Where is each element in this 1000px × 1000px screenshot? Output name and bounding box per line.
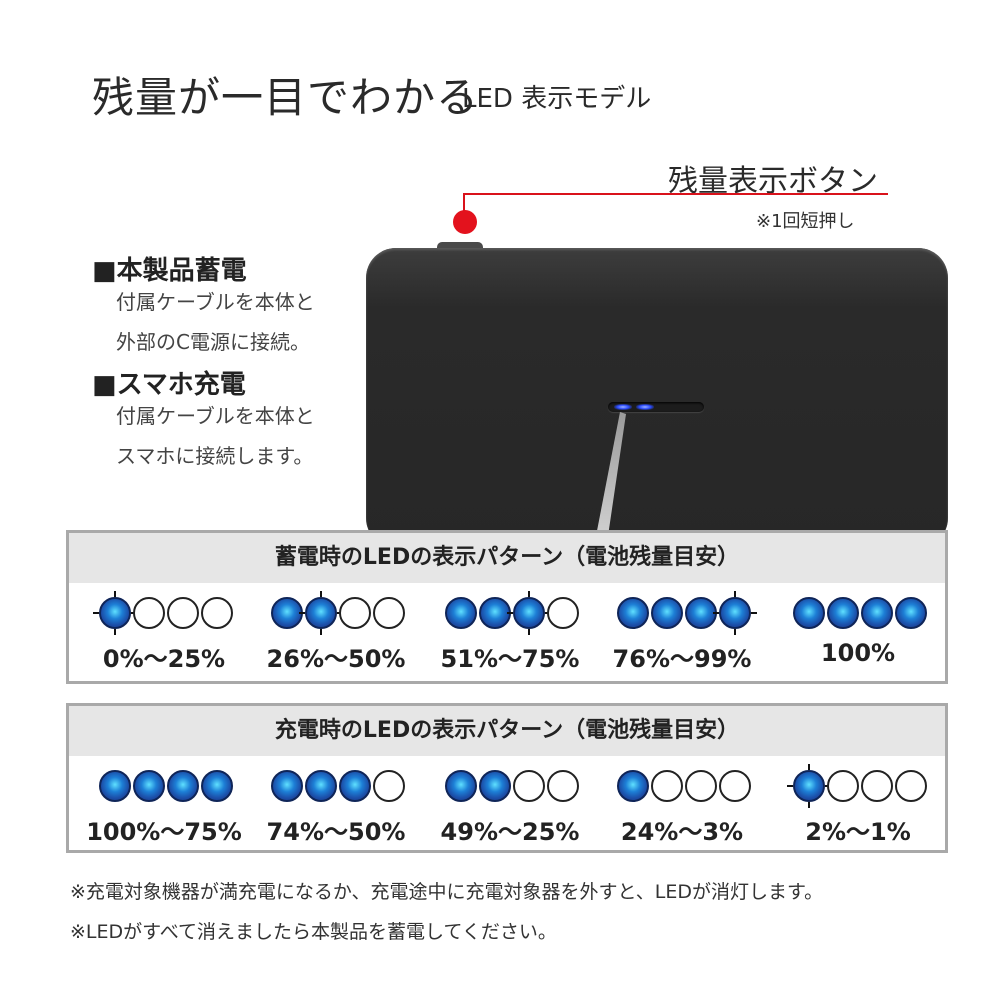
power-bank-device: [366, 248, 948, 548]
callout-line: [463, 193, 888, 195]
instruction-line: 外部のC電源に接続。: [116, 330, 310, 354]
battery-range-label: 2%～1%: [805, 818, 911, 846]
battery-range-label: 76%～99%: [612, 645, 752, 673]
led-on-icon: [617, 597, 649, 629]
battery-range-label: 51%～75%: [440, 645, 580, 673]
led-row: [773, 764, 943, 808]
led-off-icon: [167, 597, 199, 629]
instruction-heading: ■本製品蓄電: [92, 256, 247, 286]
led-off-icon: [651, 770, 683, 802]
led-on-icon: [861, 597, 893, 629]
battery-range-label: 100%: [820, 639, 896, 667]
led-glow: [614, 404, 632, 410]
device-button: [437, 242, 483, 252]
footnote: ※LEDがすべて消えましたら本製品を蓄電してください。: [70, 921, 557, 943]
led-on-icon: [617, 770, 649, 802]
led-on-icon: [479, 770, 511, 802]
led-blinking-icon: [507, 591, 551, 635]
led-off-icon: [339, 597, 371, 629]
led-off-icon: [895, 770, 927, 802]
battery-range-label: 0%～25%: [102, 645, 226, 673]
led-row: [425, 768, 595, 808]
led-on-icon: [895, 597, 927, 629]
led-row: [597, 591, 767, 635]
instruction-heading: ■スマホ充電: [92, 370, 246, 400]
led-on-icon: [99, 770, 131, 802]
instruction-line: 付属ケーブルを本体と: [116, 404, 315, 428]
storage-panel-title: 蓄電時のLEDの表示パターン（電池残量目安）: [69, 533, 945, 583]
led-pattern-group: 74%～50%: [251, 768, 421, 847]
led-row: [597, 768, 767, 808]
led-on-icon: [271, 770, 303, 802]
charging-panel-title: 充電時のLEDの表示パターン（電池残量目安）: [69, 706, 945, 756]
led-pattern-group: 49%～25%: [425, 768, 595, 847]
battery-range-label: 26%～50%: [266, 645, 406, 673]
led-on-icon: [339, 770, 371, 802]
led-pattern-group: 2%～1%: [773, 764, 943, 847]
led-off-icon: [719, 770, 751, 802]
led-on-icon: [651, 597, 683, 629]
led-pattern-group: 100%～75%: [79, 768, 249, 847]
led-on-icon: [445, 597, 477, 629]
led-indicator-strip: [608, 402, 704, 412]
button-callout-note: ※1回短押し: [756, 211, 855, 232]
led-pointer-arrow: [596, 412, 626, 536]
instruction-line: スマホに接続します。: [116, 444, 314, 468]
led-pattern-group: 24%～3%: [597, 768, 767, 847]
led-off-icon: [547, 597, 579, 629]
led-pattern-group: 76%～99%: [597, 591, 767, 674]
led-row: [773, 595, 943, 635]
led-on-icon: [793, 597, 825, 629]
led-row: [425, 591, 595, 635]
led-on-icon: [305, 770, 337, 802]
instruction-line: 付属ケーブルを本体と: [116, 290, 315, 314]
led-blinking-icon: [299, 591, 343, 635]
led-on-icon: [445, 770, 477, 802]
page-title: 残量が一目でわかる: [92, 73, 480, 122]
led-off-icon: [861, 770, 893, 802]
charging-pattern-panel: 充電時のLEDの表示パターン（電池残量目安） 100%～75% 74%～50% 49…: [66, 703, 948, 853]
led-off-icon: [201, 597, 233, 629]
led-row: [79, 768, 249, 808]
led-on-icon: [201, 770, 233, 802]
led-off-icon: [827, 770, 859, 802]
led-row: [251, 591, 421, 635]
led-row: [79, 591, 249, 635]
storage-pattern-panel: 蓄電時のLEDの表示パターン（電池残量目安） 0%～25% 26%～50% 51%～…: [66, 530, 948, 684]
led-pattern-group: 100%: [773, 595, 943, 667]
callout-marker-dot: [453, 210, 477, 234]
led-on-icon: [133, 770, 165, 802]
led-blinking-icon: [93, 591, 137, 635]
battery-range-label: 49%～25%: [440, 818, 580, 846]
led-pattern-group: 26%～50%: [251, 591, 421, 674]
led-blinking-icon: [713, 591, 757, 635]
led-glow: [636, 404, 654, 410]
battery-range-label: 100%～75%: [86, 818, 242, 846]
battery-range-label: 24%～3%: [620, 818, 744, 846]
led-off-icon: [685, 770, 717, 802]
led-off-icon: [547, 770, 579, 802]
led-on-icon: [827, 597, 859, 629]
callout-line-vertical: [463, 193, 465, 211]
led-on-icon: [167, 770, 199, 802]
led-row: [251, 768, 421, 808]
page-subtitle: LED 表示モデル: [462, 84, 652, 114]
led-off-icon: [373, 597, 405, 629]
led-pattern-group: 51%～75%: [425, 591, 595, 674]
footnote: ※充電対象機器が満充電になるか、充電途中に充電対象器を外すと、LEDが消灯します…: [70, 881, 824, 903]
battery-range-label: 74%～50%: [266, 818, 406, 846]
led-blinking-icon: [787, 764, 831, 808]
led-off-icon: [373, 770, 405, 802]
led-pattern-group: 0%～25%: [79, 591, 249, 674]
led-off-icon: [133, 597, 165, 629]
led-off-icon: [513, 770, 545, 802]
